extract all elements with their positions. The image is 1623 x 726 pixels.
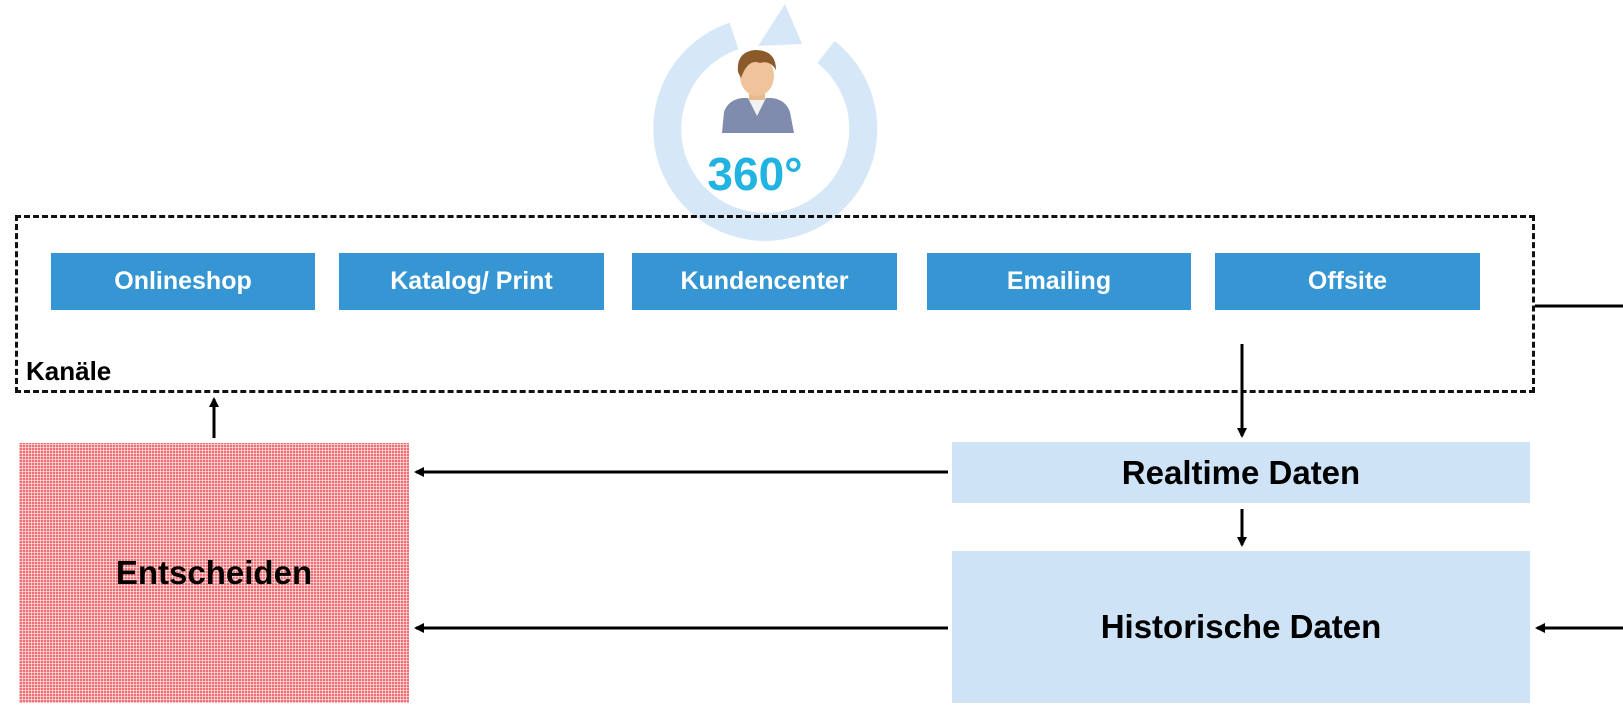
realtime-data-box: Realtime Daten [952,442,1530,503]
channel-kundencenter[interactable]: Kundencenter [632,253,897,310]
customer-avatar-icon [722,50,794,133]
channel-onlineshop[interactable]: Onlineshop [51,253,315,310]
channels-group [15,215,1535,393]
channel-katalog-print[interactable]: Katalog/ Print [339,253,604,310]
historical-data-box: Historische Daten [952,551,1530,703]
channel-offsite[interactable]: Offsite [1215,253,1480,310]
channels-label: Kanäle [26,356,112,386]
badge-360-text: 360° [707,148,802,200]
channel-emailing[interactable]: Emailing [927,253,1191,310]
hero-graphic: 360° [653,4,878,241]
decide-box: Entscheiden [19,443,409,703]
rotate-arrow-icon [653,4,878,241]
